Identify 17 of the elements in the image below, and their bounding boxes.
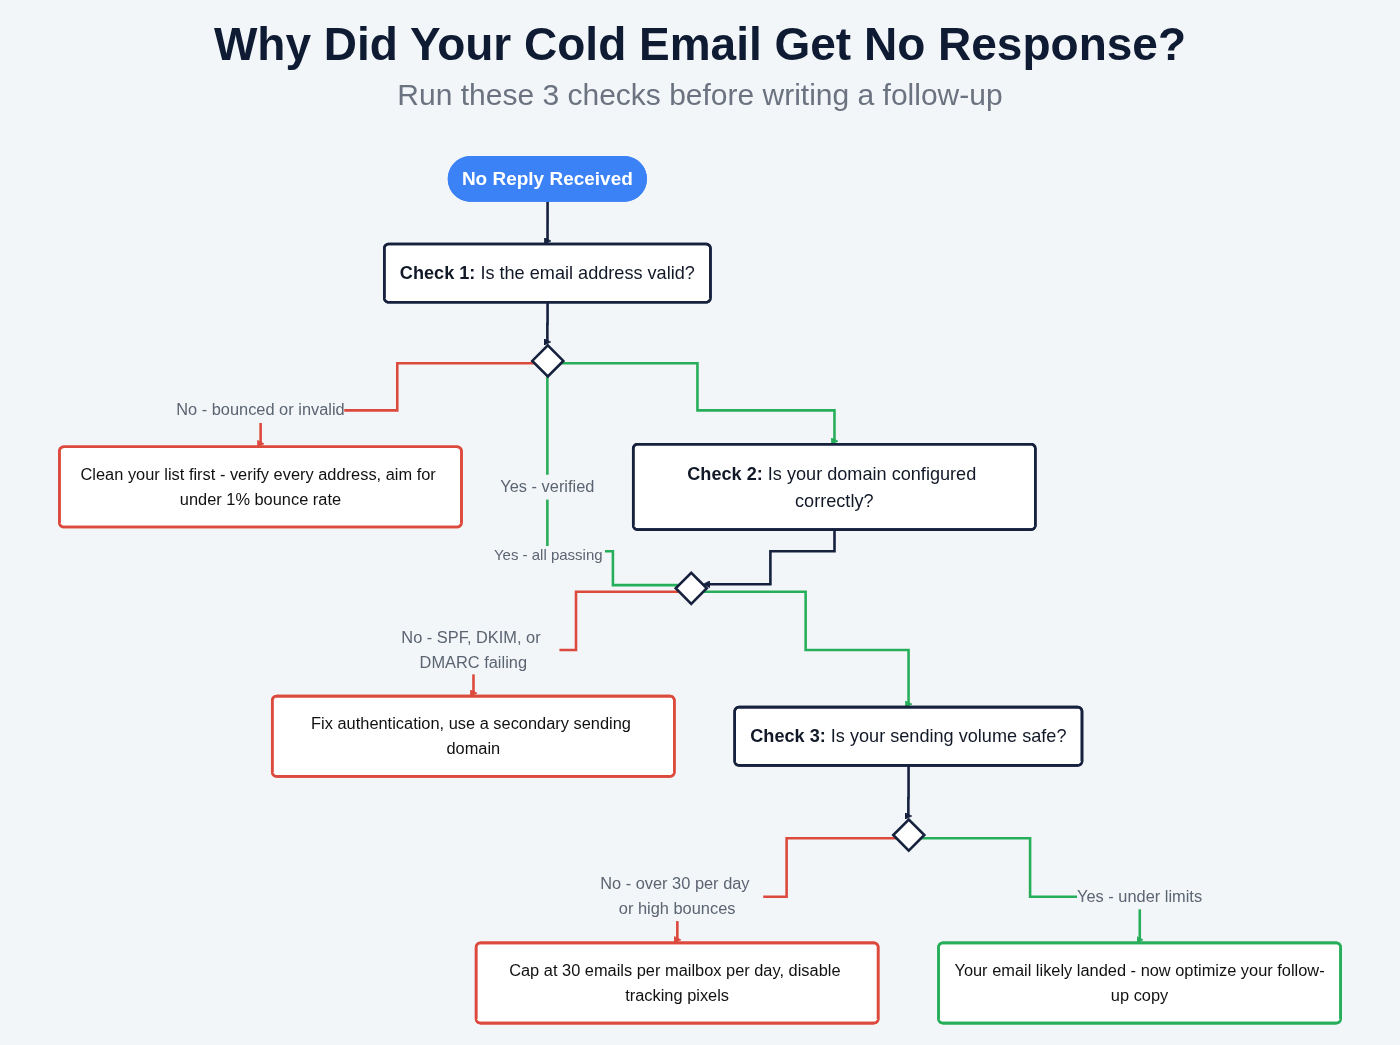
process-box: Check 1: Is the email address valid? (383, 242, 712, 304)
title: Why Did Your Cold Email Get No Response? (213, 18, 1187, 71)
arrow (543, 200, 552, 245)
process-box: Check 2: Is your domain configured correctly? (631, 442, 1037, 531)
result-box: Your email likely landed - now optimize your follow-up copy (937, 941, 1342, 1025)
edge-label: Yes - verified (500, 474, 595, 500)
action-box: Cap at 30 emails per mailbox per day, disable tracking pixels (474, 941, 880, 1025)
subtitle: Run these 3 checks before writing a follow-up (397, 76, 1003, 113)
decision-diamond (891, 817, 927, 853)
start-terminal: No Reply Received (447, 156, 647, 202)
branch-label: Yes - all passing (491, 545, 605, 564)
action-box: Fix authentication, use a secondary sending domain (270, 694, 676, 778)
process-box: Check 3: Is your sending volume safe? (733, 705, 1084, 767)
decision-diamond (673, 570, 709, 606)
arrow (702, 590, 913, 708)
action-box: Clean your list first - verify every address, aim for under 1% bounce rate (58, 445, 463, 529)
decision-diamond (530, 343, 566, 379)
